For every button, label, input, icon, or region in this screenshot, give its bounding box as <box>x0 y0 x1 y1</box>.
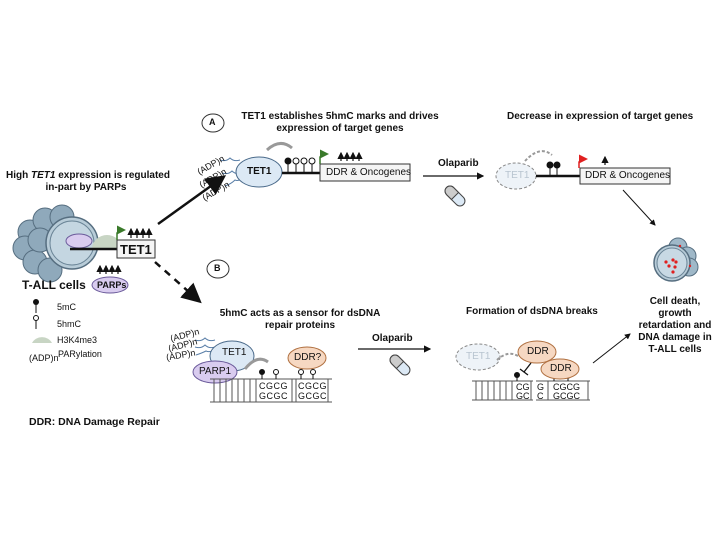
legend-5mc: 5mC <box>57 302 77 312</box>
outcome-line-2: growth <box>658 308 692 319</box>
olaparib-a-label: Olaparib <box>438 158 479 169</box>
outcome-text: Cell death, growth retardation and DNA d… <box>630 296 720 356</box>
broken-dsdna-ladder <box>472 380 590 401</box>
green-transcription-arrow-icon <box>116 225 126 240</box>
ddr-2-label: DDR <box>550 363 572 374</box>
methylation-marks-a-icon <box>284 157 316 173</box>
dsdna-ladder-b <box>210 378 332 403</box>
legend-5hmc: 5hmC <box>57 319 82 329</box>
parps-label: PARPs <box>97 280 127 290</box>
ddr-oval-2 <box>540 358 580 380</box>
ddr-oval-1 <box>517 340 557 364</box>
break-top-3: CGCG <box>553 382 580 392</box>
dashed-arrow-to-panel-b <box>154 261 202 304</box>
legend-adp-prefix: (ADP)n <box>29 353 59 363</box>
left-title: High TET1 expression is regulated in-par… <box>6 170 170 194</box>
left-title-prefix: High <box>6 170 31 181</box>
panel-a-result-title: Decrease in expression of target genes <box>507 111 694 122</box>
parp1-label: PARP1 <box>199 366 232 377</box>
gene-box-a-result <box>579 167 671 185</box>
seq-bottom-1: GCGC <box>259 391 288 401</box>
outcome-line-4: DNA damage in <box>638 332 712 343</box>
left-title-suffix: expression is regulated <box>55 170 170 181</box>
olaparib-b-label: Olaparib <box>372 333 413 344</box>
seq-top-2: CGCG <box>298 381 327 391</box>
break-bottom-1: GC <box>516 391 530 401</box>
badge-b: B <box>214 263 221 273</box>
up-arrows-a-icon <box>337 151 363 161</box>
arrow-to-panel-a <box>157 175 227 226</box>
pill-icon-a <box>444 185 466 207</box>
left-title-gene: TET1 <box>31 170 56 181</box>
break-bottom-3: GCGC <box>553 391 580 401</box>
tet1-b-label: TET1 <box>222 347 247 358</box>
half-disc-icon <box>32 337 52 343</box>
parps-oval <box>91 276 129 294</box>
panel-a-title-line2: expression of target genes <box>276 123 404 134</box>
panel-b-result-title: Formation of dsDNA breaks <box>466 306 598 317</box>
legend-parylation: PARylation <box>58 349 102 359</box>
marks-b-icon <box>259 369 316 379</box>
panel-a-title: TET1 establishes 5hmC marks and drives e… <box>240 111 440 135</box>
dashed-curve-a-icon <box>524 150 553 162</box>
filled-lollipop-icon <box>33 299 39 313</box>
panel-a-title-line1: TET1 establishes 5hmC marks and drives <box>241 111 439 122</box>
faded-tet1-b-label: TET1 <box>466 351 491 362</box>
tet1-gene-box <box>116 239 156 259</box>
ddr-footnote: DDR: DNA Damage Repair <box>29 416 160 428</box>
parp-on-dna-icon <box>65 233 93 249</box>
gene-box-a-label: DDR & Oncogenes <box>326 167 412 178</box>
break-top-1: CG <box>516 382 530 392</box>
tet1-gene-label: TET1 <box>120 242 152 257</box>
ddr-question-oval <box>287 346 327 370</box>
outcome-line-3: retardation and <box>638 320 712 331</box>
curved-gray-arrow-a-icon <box>265 142 293 152</box>
h3k4me3-mark-icon <box>92 235 122 249</box>
left-title-line2: in-part by PARPs <box>45 182 127 193</box>
faded-tet1-b <box>455 343 501 371</box>
parp1-oval <box>192 360 238 384</box>
outcome-line-1: Cell death, <box>649 296 701 307</box>
up-arrows-tet1-icon <box>127 227 153 238</box>
pill-icon-b <box>389 354 411 376</box>
dashed-curve-b-icon <box>496 352 519 361</box>
break-bottom-2: C <box>537 391 544 401</box>
t-all-cells-label: T-ALL cells <box>22 278 86 292</box>
panel-b-title: 5hmC acts as a sensor for dsDNA repair p… <box>200 308 400 332</box>
gene-box-a <box>319 163 411 182</box>
ddr-question-label: DDR? <box>294 352 322 363</box>
panel-b-title-line2: repair proteins <box>264 320 336 331</box>
badge-b-circle <box>206 259 230 279</box>
break-top-2: G <box>537 382 545 392</box>
arrow-to-cell-death-a <box>622 189 656 226</box>
outcome-line-5: T-ALL cells <box>648 344 702 355</box>
arrow-to-cell-death-b <box>592 333 631 364</box>
red-arrow-icon <box>578 154 588 168</box>
seq-bottom-2: GCGC <box>298 391 327 401</box>
up-arrows-parps-icon <box>96 264 122 274</box>
badge-a-circle <box>201 113 225 133</box>
green-arrow-a-icon <box>319 149 329 164</box>
legend-h3k4me3: H3K4me3 <box>57 335 98 345</box>
dying-cell-icon <box>653 237 699 282</box>
gene-box-a-result-label: DDR & Oncogenes <box>585 170 671 181</box>
5mc-marks-a-result-icon <box>546 161 561 176</box>
faded-tet1-a-label: TET1 <box>505 170 530 181</box>
tet1-a-label: TET1 <box>247 166 272 177</box>
badge-a: A <box>209 117 216 127</box>
open-lollipop-icon <box>33 315 39 329</box>
seq-top-1: CGCG <box>259 381 288 391</box>
inhibition-symbol-icon <box>519 362 532 376</box>
curved-gray-arrow-b-icon <box>243 357 269 370</box>
panel-b-title-line1: 5hmC acts as a sensor for dsDNA <box>219 308 381 319</box>
ddr-1-label: DDR <box>527 346 549 357</box>
